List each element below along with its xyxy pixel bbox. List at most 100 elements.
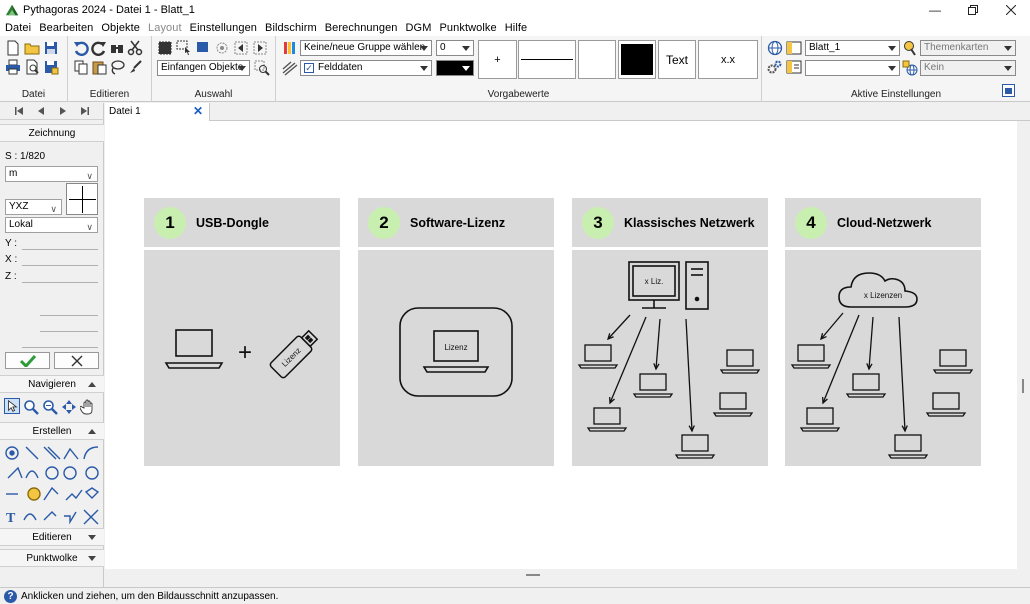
zeichnung-header[interactable]: Zeichnung (0, 124, 104, 142)
line-style-icon[interactable] (282, 60, 298, 76)
tab-datei-1[interactable]: Datei 1 ✕ (105, 103, 210, 122)
themenkarten-select[interactable]: Themenkarten (920, 40, 1016, 56)
menu-item-hilfe[interactable]: Hilfe (504, 22, 528, 34)
cancel-button[interactable] (54, 352, 99, 369)
menu-item-dgm[interactable]: DGM (405, 22, 432, 34)
text-style-preview[interactable]: Text (658, 40, 696, 79)
card-klassisches-netzwerk[interactable]: 3 Klassisches Netzwerk x Liz. (572, 198, 768, 466)
extra-input-1[interactable] (40, 315, 98, 316)
copy-icon[interactable] (73, 59, 89, 75)
ribbon-group-vorgabewerte: Keine/neue Gruppe wählen 0 ✓Felddaten + … (276, 36, 762, 102)
drawing-canvas[interactable]: 1 USB-Dongle + Lizenz (105, 121, 1017, 569)
brush-icon[interactable] (127, 59, 143, 75)
splitter-bar[interactable] (105, 569, 1030, 587)
prev-page-icon[interactable] (36, 106, 46, 116)
card-software-lizenz[interactable]: 2 Software-Lizenz Lizenz (358, 198, 554, 466)
cut-icon[interactable] (127, 40, 143, 56)
menu-item-datei[interactable]: Datei (5, 22, 32, 34)
print-icon[interactable] (5, 59, 21, 75)
splitter-handle[interactable] (526, 574, 540, 576)
coord-system-select[interactable]: Lokal∨ (5, 217, 98, 233)
kein-select[interactable]: Kein (920, 60, 1016, 76)
find-icon[interactable] (109, 40, 125, 56)
arrow-icon (821, 314, 860, 405)
sheet-icon[interactable] (786, 40, 802, 56)
fill-preview-black[interactable] (618, 40, 656, 79)
save-icon[interactable] (43, 40, 59, 56)
projection-globe-icon[interactable] (902, 60, 918, 76)
next-page-icon[interactable] (58, 106, 68, 116)
paste-icon[interactable] (91, 59, 107, 75)
select-pointer-icon[interactable] (176, 40, 192, 56)
einfangen-select[interactable]: Einfangen Objekte (157, 60, 250, 76)
new-file-icon[interactable] (5, 40, 21, 56)
zoom-in-icon[interactable] (23, 399, 39, 415)
close-icon (1006, 5, 1016, 15)
theme-map-search-icon[interactable] (902, 40, 918, 56)
menu-item-einstellungen[interactable]: Einstellungen (189, 22, 258, 34)
blatt-select[interactable]: Blatt_1 (805, 40, 900, 56)
globe-icon[interactable] (767, 40, 783, 56)
card-usb-dongle[interactable]: 1 USB-Dongle + Lizenz (144, 198, 340, 466)
zoom-extent-icon[interactable] (61, 399, 77, 415)
unit-select[interactable]: m∨ (5, 166, 98, 182)
close-tab-icon[interactable]: ✕ (192, 104, 203, 118)
zoom-selection-icon[interactable] (254, 60, 270, 76)
vertical-scrollbar[interactable] (1017, 121, 1030, 569)
menu-item-berechnungen[interactable]: Berechnungen (324, 22, 398, 34)
extra-input-2[interactable] (40, 331, 98, 332)
close-window-button[interactable] (994, 0, 1028, 20)
print-preview-icon[interactable] (24, 59, 40, 75)
line-type-preview[interactable] (518, 40, 576, 79)
point-symbol-preview[interactable]: + (478, 40, 517, 79)
punktwolke-header[interactable]: Punktwolke (0, 549, 104, 567)
open-folder-icon[interactable] (24, 40, 40, 56)
select-box-icon[interactable] (195, 40, 211, 56)
number-format-preview[interactable]: x.x (698, 40, 758, 79)
fill-preview-white[interactable] (578, 40, 616, 79)
layer-pencils-icon[interactable] (282, 40, 298, 56)
pointer-tool-icon[interactable] (4, 398, 20, 414)
menu-item-punktwolke[interactable]: Punktwolke (439, 22, 497, 34)
zoom-out-icon[interactable] (42, 399, 58, 415)
menu-item-objekte[interactable]: Objekte (101, 22, 141, 34)
number-select[interactable]: 0 (436, 40, 474, 56)
undo-icon[interactable] (73, 40, 89, 56)
felddaten-checkbox[interactable]: ✓ (304, 63, 314, 73)
card-cloud-netzwerk[interactable]: 4 Cloud-Netzwerk x Lizenzen (785, 198, 981, 466)
crosshair-cursor-preview[interactable] (66, 183, 98, 215)
minimize-button[interactable]: — (918, 0, 952, 20)
x-coord-input[interactable] (22, 265, 98, 266)
group-select[interactable]: Keine/neue Gruppe wählen (300, 40, 432, 56)
lasso-icon[interactable] (109, 59, 125, 75)
y-coord-input[interactable] (22, 249, 98, 250)
restore-button[interactable] (956, 0, 990, 20)
color-select[interactable] (436, 60, 474, 76)
select-region-icon[interactable] (214, 40, 230, 56)
select-all-icon[interactable] (157, 40, 173, 56)
menu-item-bearbeiten[interactable]: Bearbeiten (39, 22, 94, 34)
extra-input-3[interactable] (22, 347, 98, 348)
save-as-icon[interactable] (43, 59, 59, 75)
editieren-header[interactable]: Editieren (0, 528, 104, 546)
settings-gears-icon[interactable] (767, 59, 783, 75)
help-icon[interactable]: ? (4, 589, 17, 603)
last-page-icon[interactable] (80, 106, 90, 116)
select-prev-icon[interactable] (233, 40, 249, 56)
layout-select[interactable] (805, 60, 900, 76)
z-coord-input[interactable] (22, 282, 98, 283)
navigieren-header[interactable]: Navigieren (0, 375, 104, 393)
pan-hand-icon[interactable] (80, 399, 96, 415)
first-page-icon[interactable] (14, 106, 24, 116)
axis-select[interactable]: YXZ∨ (5, 199, 62, 215)
confirm-button[interactable] (5, 352, 50, 369)
ribbon-expand-icon[interactable] (1002, 84, 1015, 97)
redo-icon[interactable] (91, 40, 107, 56)
scroll-thumb[interactable] (1022, 379, 1024, 393)
layout-sheet-icon[interactable] (786, 59, 802, 75)
select-next-icon[interactable] (252, 40, 268, 56)
felddaten-select[interactable]: ✓Felddaten (300, 60, 432, 76)
erstellen-header[interactable]: Erstellen (0, 422, 104, 440)
erstellen-tools[interactable]: T (4, 444, 102, 528)
menu-item-bildschirm[interactable]: Bildschirm (265, 22, 317, 34)
